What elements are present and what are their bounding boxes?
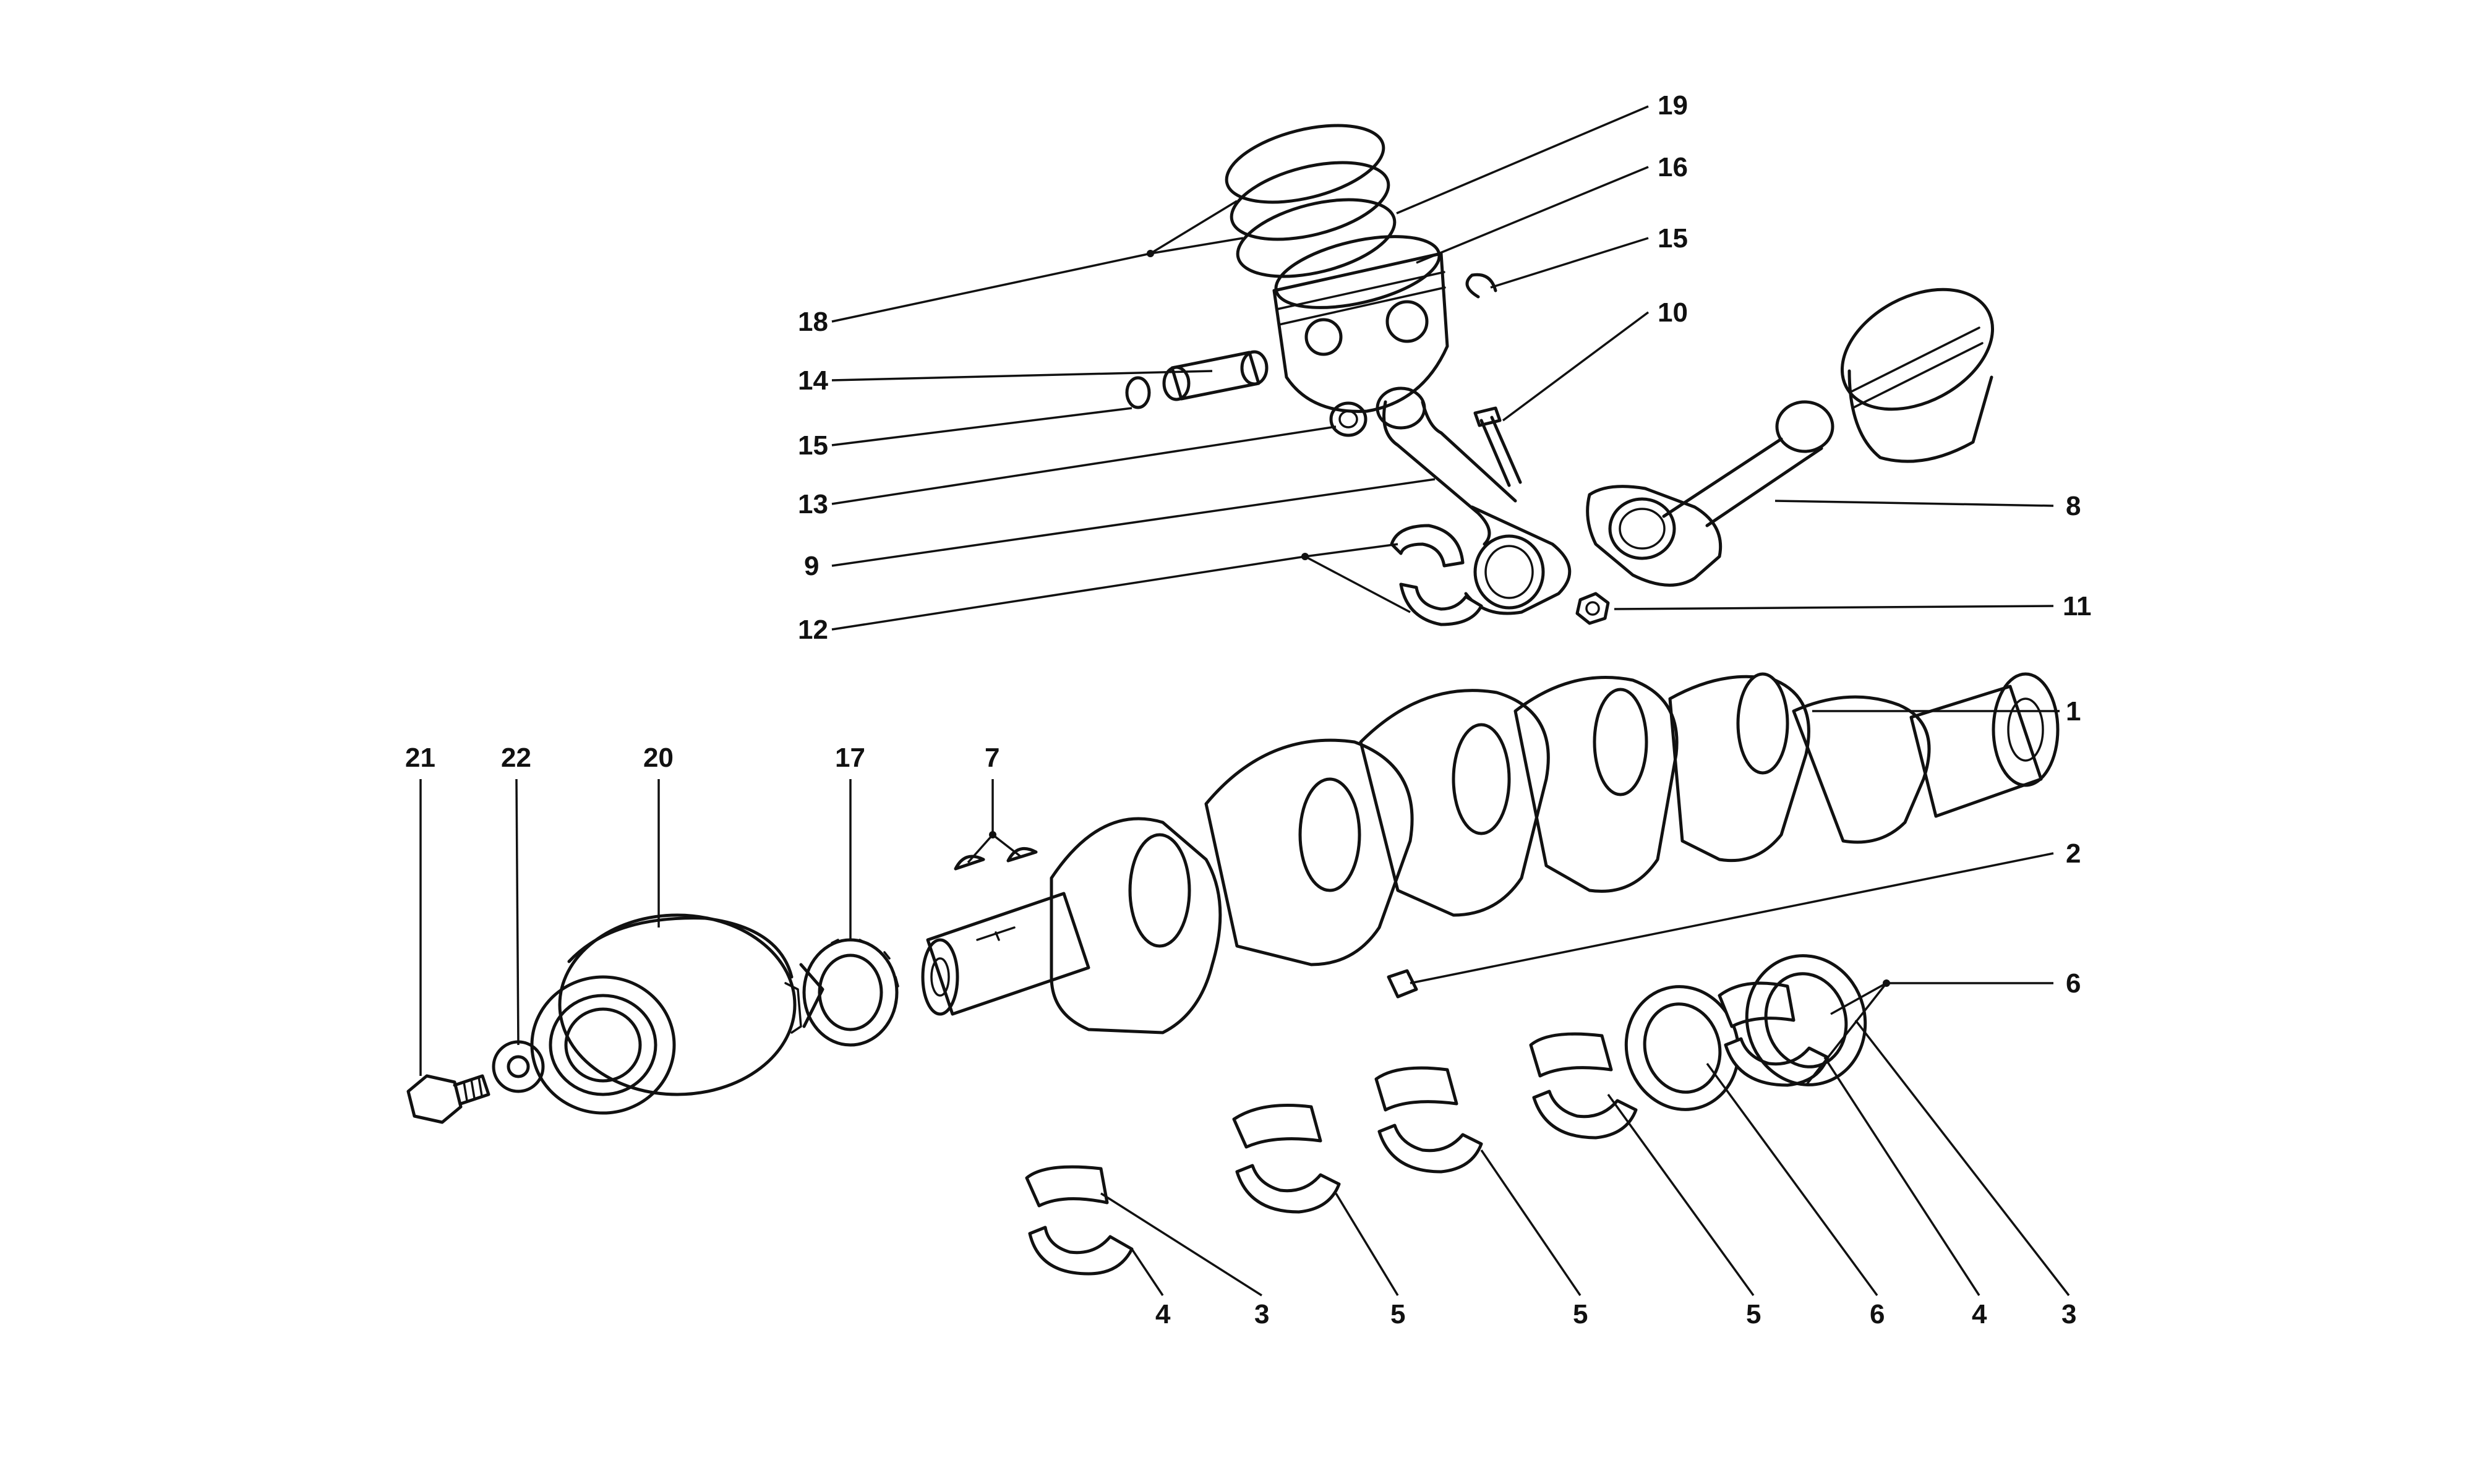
callout-21: 21 bbox=[405, 743, 435, 773]
callout-13: 13 bbox=[798, 489, 828, 519]
callout-14: 14 bbox=[798, 365, 828, 396]
small-end-bush bbox=[1329, 401, 1368, 437]
bearing-shell-d bbox=[1529, 1032, 1638, 1140]
dowel bbox=[1387, 969, 1418, 999]
circlip-left bbox=[1125, 376, 1151, 409]
connecting-rod bbox=[1376, 386, 1572, 615]
bearing-shell-a bbox=[1025, 1165, 1134, 1276]
bearing-shell-c bbox=[1374, 1066, 1483, 1174]
callout-18: 18 bbox=[798, 307, 828, 337]
crankshaft bbox=[921, 672, 2060, 1034]
piston bbox=[1272, 235, 1449, 413]
con-rod-bolt bbox=[1473, 406, 1522, 487]
callout-16: 16 bbox=[1658, 152, 1688, 182]
bearing-shell-b bbox=[1232, 1104, 1341, 1214]
callout-10: 10 bbox=[1658, 297, 1688, 328]
callout-3-left: 3 bbox=[1254, 1299, 1269, 1329]
callout-15-right: 15 bbox=[1658, 223, 1688, 254]
con-rod-nut bbox=[1575, 592, 1610, 625]
woodruff-keys bbox=[954, 846, 1038, 871]
leader-dots bbox=[989, 250, 1890, 987]
callout-5-b: 5 bbox=[1573, 1299, 1588, 1329]
piston-rings bbox=[1225, 124, 1397, 278]
callout-6-right: 6 bbox=[2066, 968, 2081, 999]
callout-17: 17 bbox=[835, 743, 865, 773]
callout-8: 8 bbox=[2066, 491, 2081, 521]
callout-19: 19 bbox=[1658, 90, 1688, 121]
leader-lines bbox=[419, 105, 2070, 1297]
callout-5-a: 5 bbox=[1390, 1299, 1405, 1329]
thrust-washer-a bbox=[1624, 985, 1740, 1111]
callout-2: 2 bbox=[2066, 838, 2081, 869]
big-end-bearings bbox=[1390, 524, 1483, 626]
callout-15-left: 15 bbox=[798, 430, 828, 461]
callout-6-bottom: 6 bbox=[1870, 1299, 1885, 1329]
main-bearing-shells bbox=[1025, 954, 1867, 1276]
piston-rod-assembly-right bbox=[1586, 288, 1995, 587]
callout-9: 9 bbox=[804, 551, 819, 581]
callout-4-left: 4 bbox=[1155, 1299, 1171, 1329]
bolt bbox=[406, 1074, 490, 1124]
timing-gear bbox=[799, 938, 899, 1047]
callout-1: 1 bbox=[2066, 696, 2081, 727]
circlip-right bbox=[1465, 273, 1497, 299]
callout-7: 7 bbox=[985, 743, 999, 773]
callout-11: 11 bbox=[2063, 591, 2092, 621]
callout-22: 22 bbox=[501, 743, 531, 773]
callout-3-right: 3 bbox=[2061, 1299, 2076, 1329]
callout-4-right: 4 bbox=[1972, 1299, 1987, 1329]
callout-labels: 19 16 15 10 18 14 15 13 9 12 8 11 1 21 2… bbox=[405, 90, 2092, 1329]
bearing-shell-e bbox=[1718, 981, 1830, 1087]
callout-20: 20 bbox=[643, 743, 674, 773]
crankshaft-pulley bbox=[530, 913, 802, 1115]
thrust-washer-b bbox=[1745, 954, 1867, 1086]
callout-12: 12 bbox=[798, 615, 828, 645]
gudgeon-pin bbox=[1162, 350, 1269, 401]
callout-5-c: 5 bbox=[1746, 1299, 1761, 1329]
